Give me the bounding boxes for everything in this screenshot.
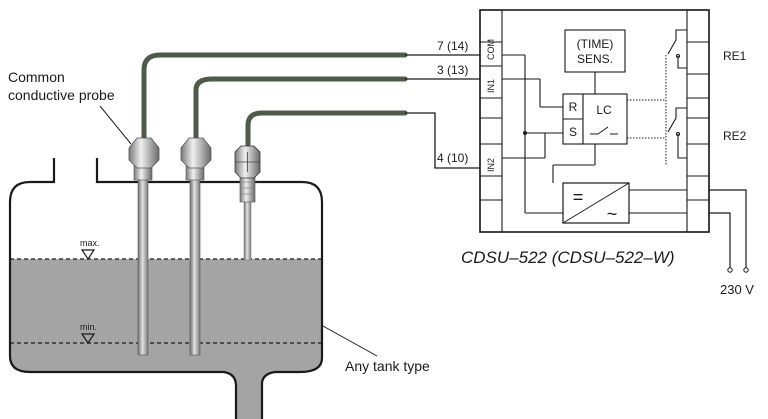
max-label: max. [80, 238, 100, 248]
voltage-label: 230 V [720, 282, 754, 297]
wire-label-3: 4 (10) [437, 151, 468, 165]
probe-2 [180, 137, 212, 356]
probe-label-line-1: Common [8, 69, 65, 85]
tank-leader [322, 325, 378, 357]
cable-2 [193, 76, 408, 145]
right-terminals [686, 9, 710, 233]
dc-symbol: = [573, 187, 584, 207]
liquid [10, 259, 322, 419]
terminal-n-icon [743, 267, 749, 273]
ac-symbol: ~ [607, 204, 618, 224]
cable-3 [245, 110, 408, 151]
tank-label: Any tank type [345, 358, 430, 374]
r-label: R [569, 100, 578, 114]
probe-1 [128, 137, 160, 356]
s-label: S [569, 125, 577, 139]
min-label: min. [80, 322, 97, 332]
relay-control [627, 55, 667, 165]
in2-label: IN2 [486, 158, 496, 172]
lc-label: LC [596, 103, 612, 117]
sens-label: SENS. [577, 52, 613, 66]
time-label: (TIME) [577, 37, 614, 51]
re1-label: RE1 [723, 49, 747, 63]
model-label: CDSU–522 (CDSU–522–W) [461, 248, 675, 267]
tank-wall [8, 158, 324, 419]
probe-3 [234, 145, 261, 261]
device: COM IN1 IN2 (TIME) SENS. R S LC = ~ [479, 9, 747, 233]
wire-label-1: 7 (14) [437, 39, 468, 53]
relay-2-contact-icon [667, 107, 687, 159]
time-sens-box [564, 29, 626, 73]
tank: max. min. [8, 158, 324, 419]
lc-box [582, 93, 628, 145]
min-marker-icon [80, 333, 96, 345]
lc-switch-icon [590, 126, 618, 135]
max-marker-icon [80, 249, 96, 261]
probe-leader [99, 105, 132, 145]
left-terminals [479, 9, 503, 233]
re2-label: RE2 [723, 129, 747, 143]
probe-label-line-2: conductive probe [8, 87, 115, 103]
power-leads [709, 189, 747, 268]
relay-1-contact-icon [667, 29, 687, 69]
cables [141, 52, 408, 151]
cable-1 [141, 52, 408, 145]
wire-label-2: 3 (13) [437, 63, 468, 77]
wires [405, 54, 484, 169]
in1-label: IN1 [486, 79, 496, 93]
junction-dot [523, 131, 527, 135]
com-label: COM [486, 39, 496, 60]
terminal-l-icon [727, 267, 733, 273]
